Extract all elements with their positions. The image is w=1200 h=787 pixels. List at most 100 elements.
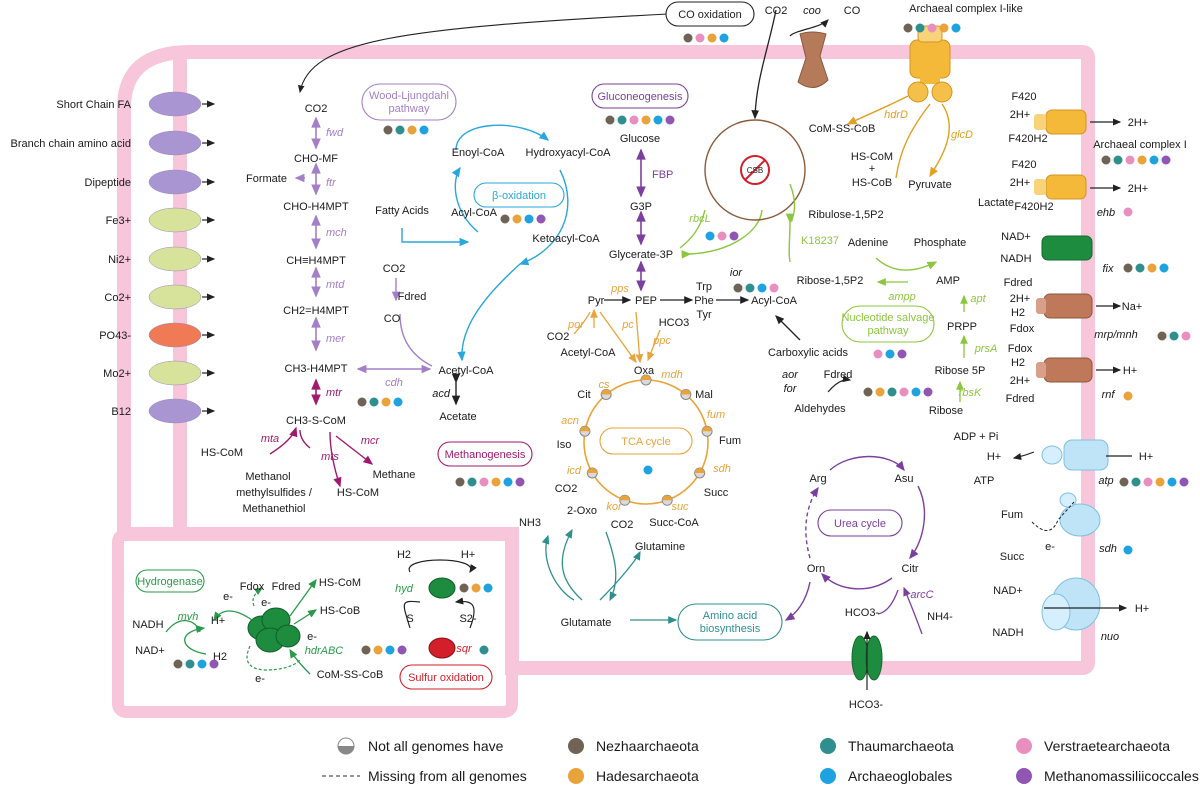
label-h-nuo: H+ <box>1135 603 1149 615</box>
label-hdrd: hdrD <box>884 109 908 121</box>
tca-step-fill <box>619 495 630 501</box>
label-citr: Citr <box>901 563 918 575</box>
label-oxa: Oxa <box>634 365 655 377</box>
label-coo: coo <box>803 5 821 17</box>
label-cit: Cit <box>577 389 590 401</box>
species-dots <box>500 214 546 224</box>
tca-step-fill <box>641 375 651 380</box>
species-dots <box>361 645 407 655</box>
label-cho-h4mpt: CHO-H4MPT <box>283 201 349 213</box>
label-adp: ADP + Pi <box>954 431 999 443</box>
species-dots <box>903 23 961 33</box>
species-dot <box>745 283 755 293</box>
label-methylsulfides: methylsulfides / <box>236 487 313 499</box>
species-dot <box>629 115 639 125</box>
label-e4: e- <box>255 673 265 685</box>
species-dot <box>483 583 493 593</box>
label-nad-h: NAD+ <box>135 645 165 657</box>
label-arg: Arg <box>809 473 826 485</box>
label-h2out-1: 2H+ <box>1128 117 1149 129</box>
label-fbp: FBP <box>652 169 673 181</box>
label-h-plus-h: H+ <box>211 615 225 627</box>
tca-step-fill <box>694 468 705 473</box>
label-acetyl-coa-2: Acetyl-CoA <box>560 347 616 359</box>
legend-swatch <box>1016 738 1032 754</box>
label-f420h2-1: F420H2 <box>1008 133 1047 145</box>
species-dot <box>385 645 395 655</box>
species-dot <box>197 659 207 669</box>
label-nadh-h: NADH <box>132 619 163 631</box>
label-e-sdh: e- <box>1045 541 1055 553</box>
species-dot <box>491 477 501 487</box>
label-mta: mta <box>261 433 279 445</box>
label-fd-ox: Fdox <box>240 581 265 593</box>
label-hs-com-2: HS-CoM <box>337 487 379 499</box>
box-label: Amino acid <box>703 610 757 622</box>
label-hco3-u: HCO3- <box>845 607 880 619</box>
label-glycerate3p: Glycerate-3P <box>609 249 673 261</box>
species-dots <box>1119 477 1189 487</box>
legend-item: Hadesarchaeota <box>568 768 699 784</box>
species-dots <box>357 397 403 407</box>
label-fd-red-h: Fdred <box>272 581 301 593</box>
label-ribose15: Ribose-1,5P2 <box>797 275 864 287</box>
species-dot <box>357 397 367 407</box>
label-fd-ox-rnf: Fdox <box>1008 343 1033 355</box>
species-dot <box>1131 477 1141 487</box>
label-nh4: NH4- <box>927 611 953 623</box>
species-dot <box>695 33 705 43</box>
species-dot <box>397 645 407 655</box>
species-dot <box>419 125 429 135</box>
species-dot <box>643 465 653 475</box>
transporter-0: Short Chain FA <box>56 91 216 117</box>
tca-step-fill <box>680 389 691 395</box>
label-h-atp: H+ <box>987 451 1001 463</box>
species-dot <box>536 214 546 224</box>
label-succ-coa: Succ-CoA <box>649 517 699 529</box>
species-dot <box>393 397 403 407</box>
transporter-shape <box>148 207 202 233</box>
legend-label: Archaeoglobales <box>848 768 952 784</box>
legend-swatch <box>820 768 836 784</box>
label-ribose5p: Ribose 5P <box>935 365 986 377</box>
species-dot <box>407 125 417 135</box>
label-ampp: ampp <box>888 291 916 303</box>
transporter-label: Co2+ <box>104 292 131 304</box>
label-prpp: PRPP <box>947 321 977 333</box>
species-dots <box>1123 207 1133 217</box>
label-h-rnf: H+ <box>1123 365 1137 377</box>
label-co-top: CO <box>844 5 861 17</box>
label-mvh: mvh <box>178 611 199 623</box>
beta-oxidation-box: β-oxidation <box>473 182 565 208</box>
label-co2-por: CO2 <box>547 331 570 343</box>
label-nadh-fix: NADH <box>1000 253 1031 265</box>
species-dot <box>707 33 717 43</box>
transporter-6: PO43- <box>99 322 216 348</box>
label-co2-icd: CO2 <box>555 483 578 495</box>
label-asu: Asu <box>895 473 914 485</box>
label-h2p-rnf: 2H+ <box>1010 375 1031 387</box>
species-dot <box>209 659 219 669</box>
legend-item: Verstraetearchaeota <box>1016 738 1170 754</box>
label-cs: cs <box>599 379 611 391</box>
transporter-3: Fe3+ <box>106 207 216 233</box>
label-aldehydes: Aldehydes <box>794 403 846 415</box>
species-dot <box>705 231 715 241</box>
species-dot <box>911 387 921 397</box>
label-ketoacyl-coa: Ketoacyl-CoA <box>532 233 600 245</box>
species-dots <box>863 387 933 397</box>
label-co2-kor: CO2 <box>611 519 634 531</box>
transporter-label: PO43- <box>99 330 131 342</box>
label-enoyl-coa: Enoyl-CoA <box>452 147 505 159</box>
label-ch3-s-com: CH3-S-CoM <box>286 415 346 427</box>
label-mtr: mtr <box>326 387 343 399</box>
label-g3p: G3P <box>630 201 652 213</box>
label-e2: e- <box>261 597 271 609</box>
species-dot <box>1147 263 1157 273</box>
species-dot <box>1123 545 1133 555</box>
species-dots <box>1157 331 1191 341</box>
label-ftr: ftr <box>326 177 337 189</box>
species-dots <box>173 659 219 669</box>
